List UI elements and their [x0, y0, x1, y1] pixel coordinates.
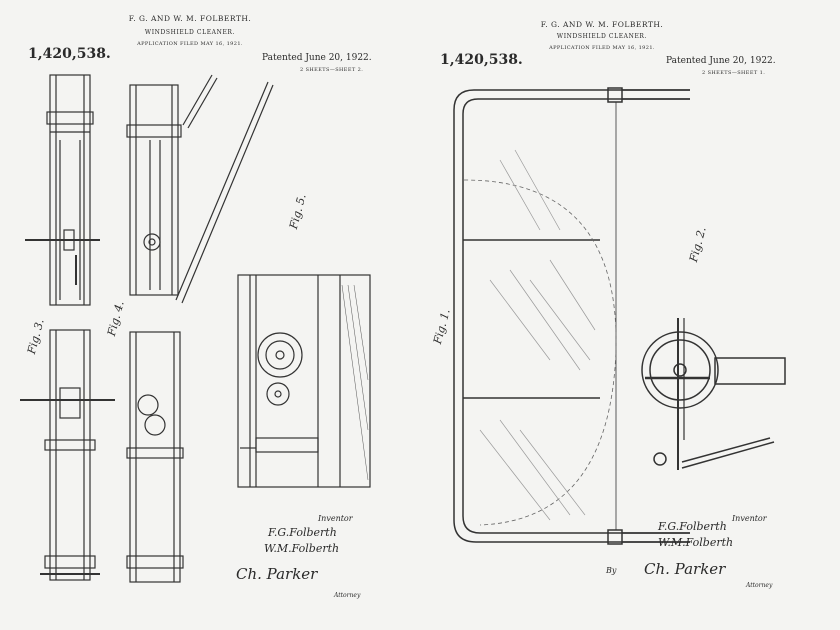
patent-sheet-1: F. G. AND W. M. FOLBERTH. WINDSHIELD CLE… [420, 0, 840, 630]
patented-date: Patented June 20, 1922. [666, 56, 776, 66]
application-date: APPLICATION FILED MAY 16, 1921. [549, 45, 655, 51]
attorney-signature: Ch. Parker [236, 565, 318, 583]
application-date: APPLICATION FILED MAY 16, 1921. [137, 41, 243, 47]
sheet-count: 2 SHEETS—SHEET 1. [702, 70, 766, 76]
inventor-label: Inventor [318, 514, 353, 523]
inventor-signature-2: W.M.Folberth [264, 542, 340, 555]
attorney-label: Attorney [746, 582, 773, 589]
title-header: WINDSHIELD CLEANER. [556, 33, 648, 40]
patent-number: 1,420,538. [28, 46, 111, 62]
fig-3-4-5-drawing [20, 74, 371, 583]
inventor-signature-2: W.M.Folberth [658, 536, 734, 549]
fig-1-2-drawing [453, 87, 786, 545]
title-header: WINDSHIELD CLEANER. [144, 29, 236, 36]
patent-number: 1,420,538. [440, 52, 523, 68]
inventors-header: F. G. AND W. M. FOLBERTH. [128, 14, 252, 23]
attorney-signature: Ch. Parker [644, 560, 726, 578]
inventor-label: Inventor [732, 514, 767, 523]
by-label: By [606, 566, 617, 575]
patent-sheet-2: F. G. AND W. M. FOLBERTH. WINDSHIELD CLE… [20, 14, 372, 599]
sheet-count: 2 SHEETS—SHEET 2. [300, 67, 364, 73]
inventors-header: F. G. AND W. M. FOLBERTH. [540, 20, 664, 29]
patented-date: Patented June 20, 1922. [262, 53, 372, 63]
inventor-signature-1: F.G.Folberth [268, 526, 337, 539]
inventor-signature-1: F.G.Folberth [658, 520, 727, 533]
attorney-label: Attorney [334, 592, 361, 599]
